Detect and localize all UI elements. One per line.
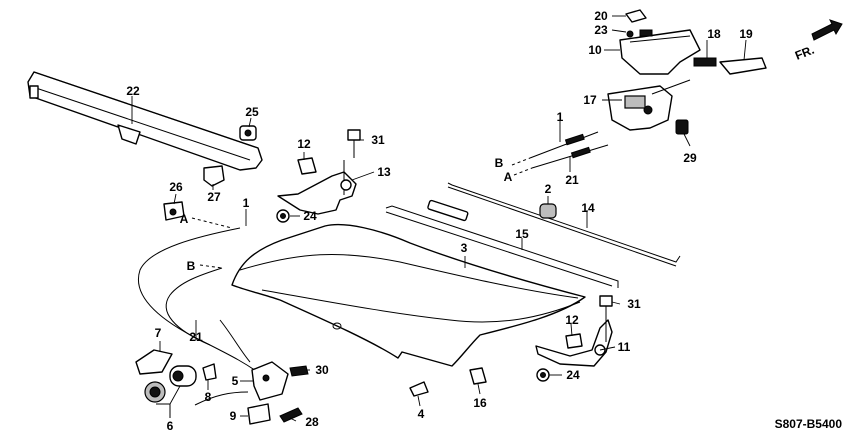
callout-2: 2 xyxy=(545,182,552,196)
callout-9: 9 xyxy=(230,409,237,423)
release-cables xyxy=(191,131,609,269)
leader-lines xyxy=(131,15,747,422)
callout-29: 29 xyxy=(683,151,697,165)
callout-28: 28 xyxy=(305,415,319,429)
callout-24-top: 24 xyxy=(303,209,317,223)
bracket-9 xyxy=(247,403,271,425)
hinge-left xyxy=(277,160,357,215)
callout-3: 3 xyxy=(461,241,468,255)
callout-13: 13 xyxy=(377,165,391,179)
callout-18: 18 xyxy=(707,27,721,41)
key-cylinder-6 xyxy=(144,365,197,403)
trunk-latch xyxy=(607,79,691,131)
callout-15: 15 xyxy=(515,227,529,241)
opener-cable xyxy=(137,227,269,406)
diagram-code: S807-B5400 xyxy=(775,417,843,431)
bracket-7 xyxy=(135,349,173,375)
hinge-right xyxy=(535,319,613,367)
bolt-28 xyxy=(279,407,303,423)
screw-23 xyxy=(626,30,634,38)
bolt-24-bottom xyxy=(536,368,550,382)
callout-27: 27 xyxy=(207,190,221,204)
key-cylinder-20 xyxy=(625,9,647,23)
bolt-31-bottom xyxy=(599,295,613,322)
callout-25: 25 xyxy=(245,105,259,119)
grommet-16 xyxy=(469,367,487,385)
callout-22: 22 xyxy=(126,84,140,98)
callout-21-top: 21 xyxy=(565,173,579,187)
callout-6: 6 xyxy=(167,419,174,433)
callout-20: 20 xyxy=(594,9,608,23)
front-direction-label: FR. xyxy=(793,43,816,63)
callout-31-top: 31 xyxy=(371,133,385,147)
callout-11: 11 xyxy=(618,340,631,354)
ref-b-left: B xyxy=(187,259,196,273)
callout-23: 23 xyxy=(594,23,608,37)
lid-rods xyxy=(385,182,681,288)
ref-a-right: A xyxy=(504,170,513,184)
callout-16: 16 xyxy=(473,396,487,410)
callout-17: 17 xyxy=(583,93,597,107)
callout-10: 10 xyxy=(588,43,602,57)
clip-8 xyxy=(202,363,217,381)
callout-31-bottom: 31 xyxy=(627,297,641,311)
latch-clip-18 xyxy=(693,57,717,67)
callout-1-left: 1 xyxy=(243,196,250,210)
cushion-29 xyxy=(675,119,689,135)
clip-26 xyxy=(163,201,185,221)
latch-bracket-19 xyxy=(719,57,767,75)
cushion-2 xyxy=(539,203,557,219)
callout-19: 19 xyxy=(739,27,753,41)
bolt-24-top xyxy=(276,209,290,223)
bolt-31-top xyxy=(347,129,361,158)
bolt-30 xyxy=(289,365,309,377)
callout-8: 8 xyxy=(205,390,212,404)
latch-5 xyxy=(251,361,289,401)
callout-26: 26 xyxy=(169,180,183,194)
clip-27 xyxy=(203,165,225,187)
rear-spoiler xyxy=(27,71,263,171)
ref-b-right: B xyxy=(495,156,504,170)
ref-a-left: A xyxy=(180,212,189,226)
callout-12-bottom: 12 xyxy=(565,313,579,327)
callout-12-top: 12 xyxy=(297,137,311,151)
clip-25 xyxy=(239,125,257,141)
callout-7: 7 xyxy=(155,326,162,340)
callout-5: 5 xyxy=(232,374,239,388)
trunk-lid xyxy=(231,223,586,367)
callout-1-right: 1 xyxy=(557,110,564,124)
bumper-12-top xyxy=(297,157,317,175)
latch-cover xyxy=(619,29,701,75)
front-direction-indicator: FR. xyxy=(793,19,843,63)
bumper-12-bottom xyxy=(565,333,583,349)
callout-24-bottom: 24 xyxy=(566,368,580,382)
callout-21-bottom: 21 xyxy=(189,330,203,344)
striker-4 xyxy=(409,381,429,397)
cable-references: A B A B xyxy=(180,156,513,273)
callout-4: 4 xyxy=(418,407,425,421)
callout-30: 30 xyxy=(315,363,329,377)
callouts: 22 25 12 31 13 26 27 1 24 1 21 2 3 14 15… xyxy=(126,9,753,433)
callout-14: 14 xyxy=(581,201,595,215)
